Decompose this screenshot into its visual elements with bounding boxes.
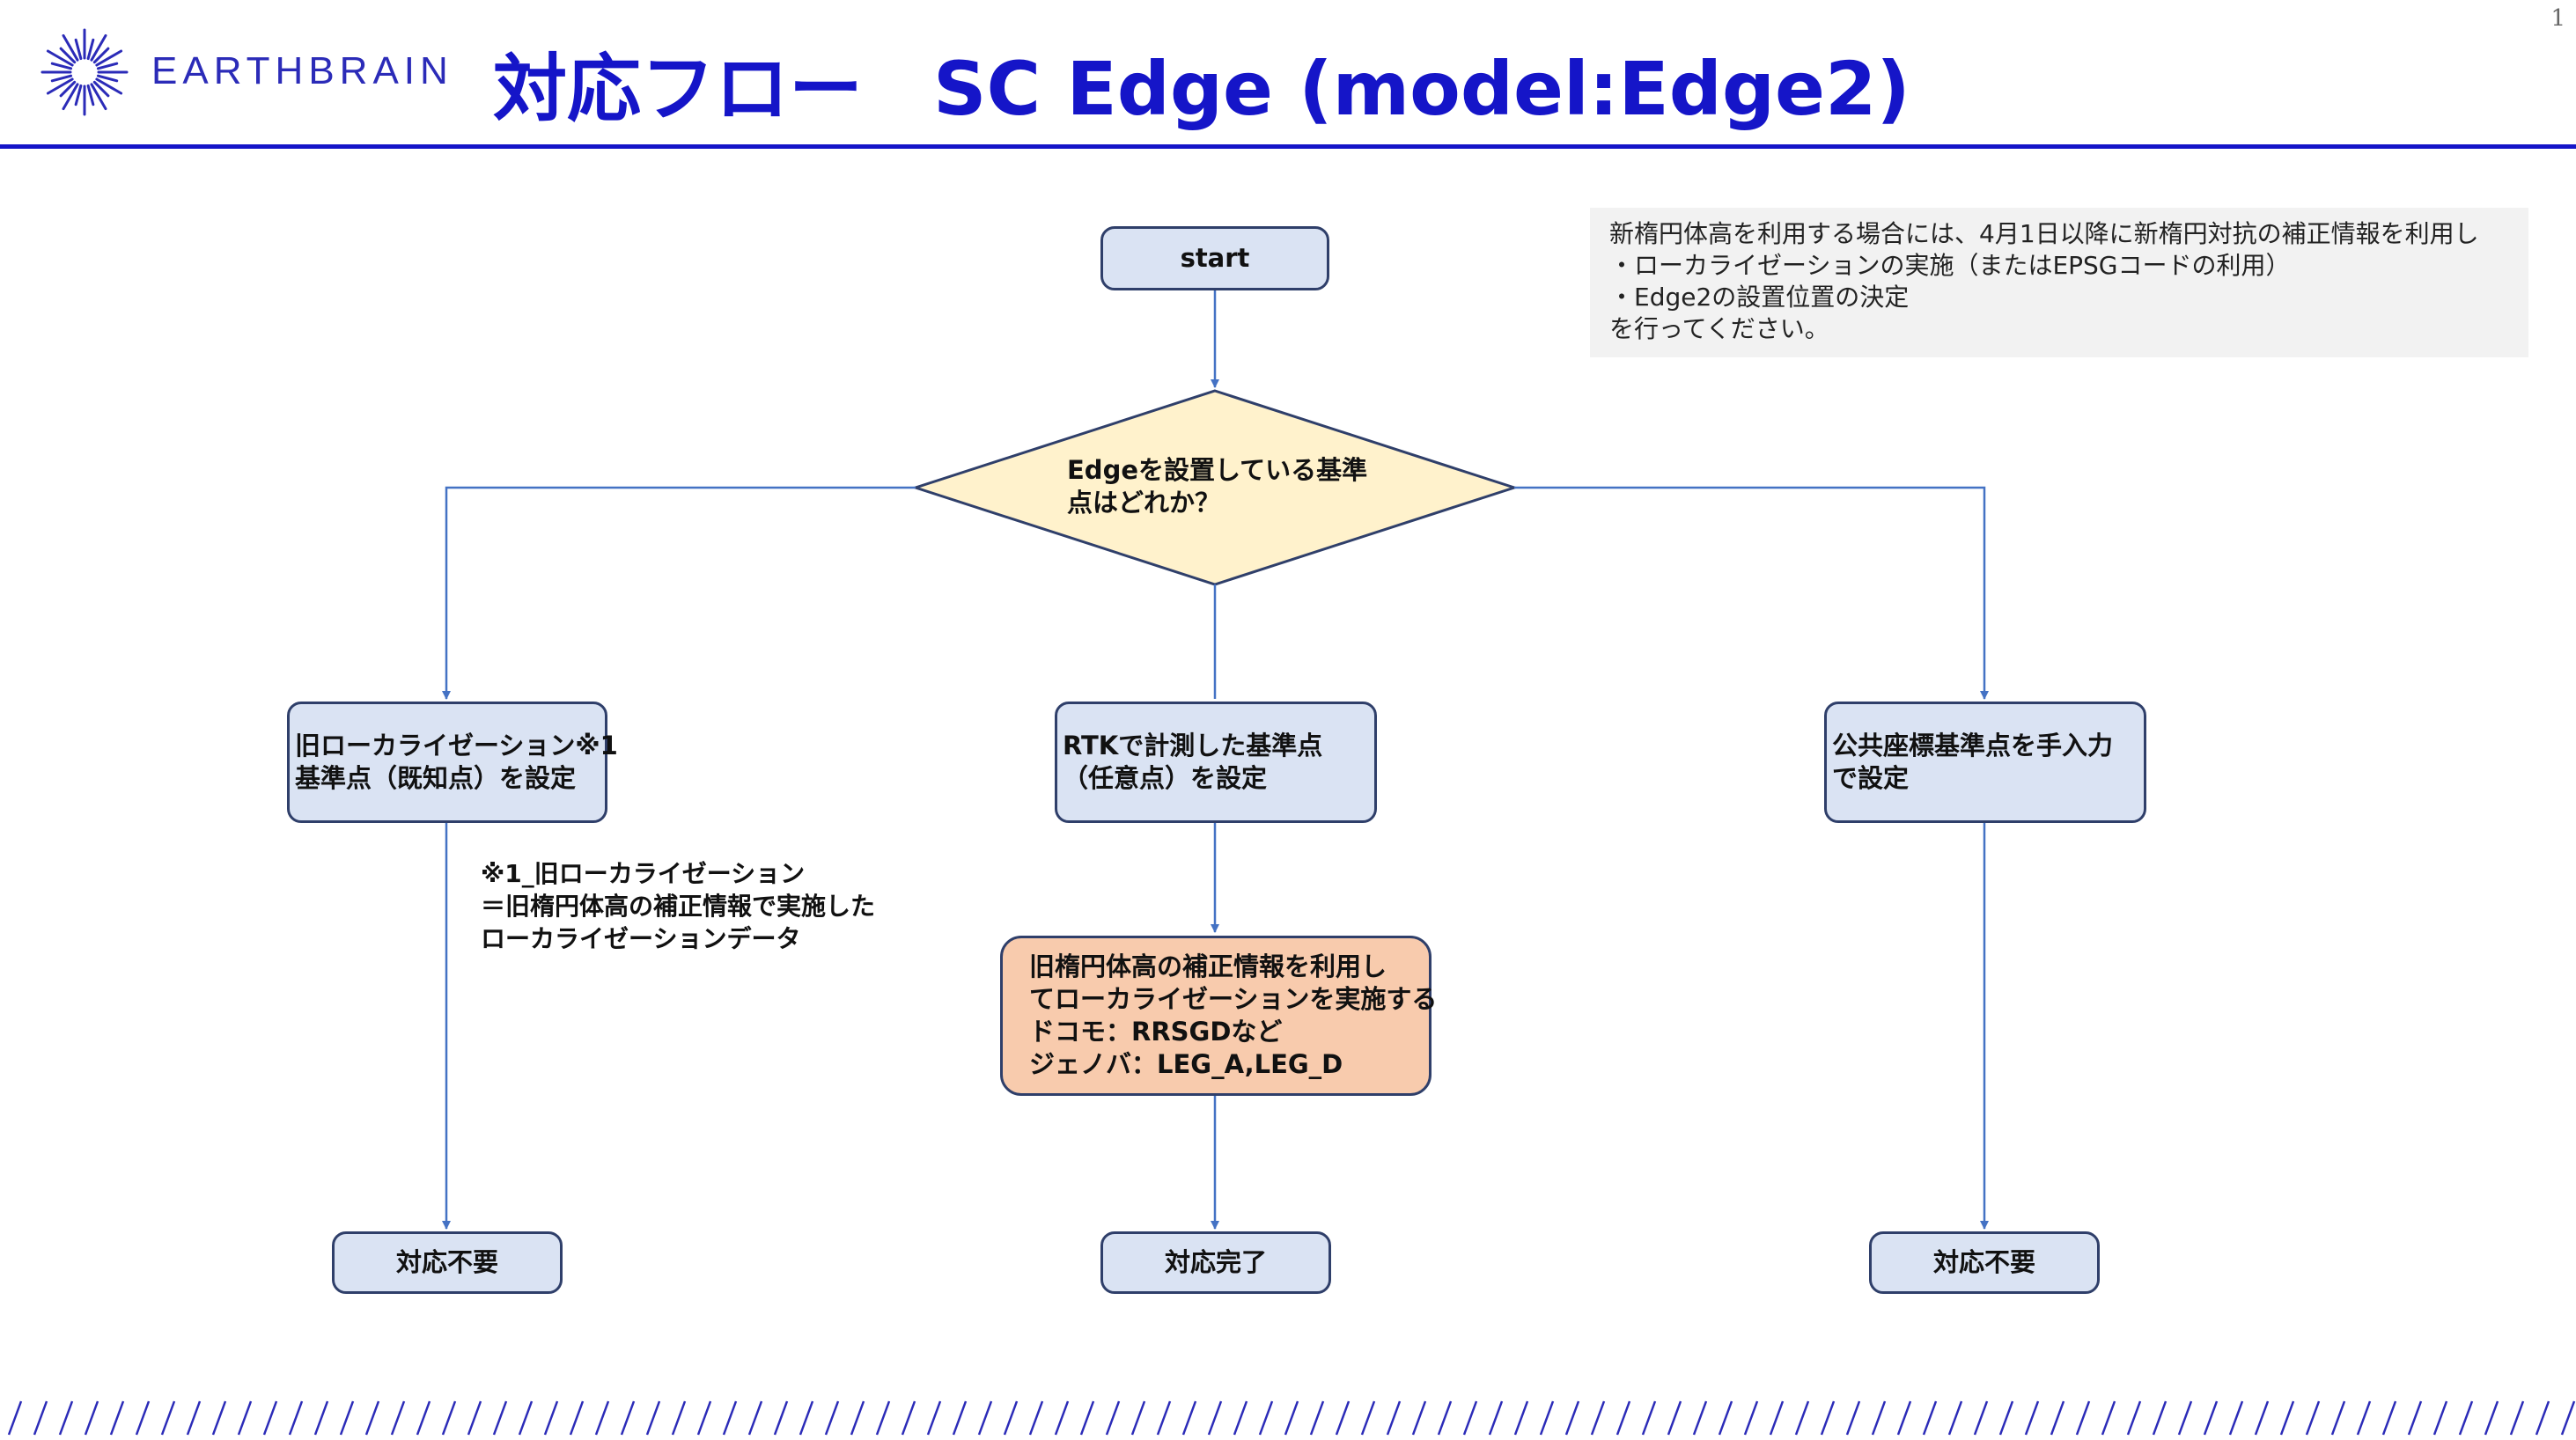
- title-right: SC Edge (model:Edge2): [933, 46, 1910, 132]
- note-line: ・ローカライゼーションの実施（またはEPSGコードの利用）: [1609, 251, 2291, 280]
- page-number: 1: [2550, 5, 2565, 32]
- center-action-node: 旧楕円体高の補正情報を利用し てローカライゼーションを実施する ドコモ：RRSG…: [1000, 936, 1437, 1096]
- note-box: 新楕円体高を利用する場合には、4月1日以降に新楕円対抗の補正情報を利用し ・ロー…: [1590, 208, 2528, 357]
- note-line: ・Edge2の設置位置の決定: [1609, 283, 1910, 312]
- header-divider: [0, 144, 2576, 149]
- decision-label: Edgeを設置している基準 点はどれか？: [1067, 455, 1368, 518]
- footer-hatch-decoration: [7, 1400, 2576, 1436]
- end-center-node: 対応完了: [1100, 1231, 1331, 1294]
- end-right-node: 対応不要: [1869, 1231, 2100, 1294]
- end-left-node: 対応不要: [332, 1231, 563, 1294]
- start-node: start: [1100, 226, 1329, 290]
- note-line: を行ってください。: [1609, 314, 1829, 343]
- logo-text: EARTHBRAIN: [151, 49, 453, 92]
- note-line: 新楕円体高を利用する場合には、4月1日以降に新楕円対抗の補正情報を利用し: [1609, 219, 2479, 248]
- title-left: 対応フロー: [493, 46, 864, 132]
- arrow-decision-to-left: [442, 486, 916, 700]
- earthbrain-logo-icon: [40, 28, 129, 116]
- branch-left-node: 旧ローカライゼーション※1 基準点（既知点）を設定: [287, 702, 618, 823]
- footnote: ※1_旧ローカライゼーション ＝旧楕円体高の補正情報で実施した ローカライゼーシ…: [481, 859, 876, 953]
- branch-right-node: 公共座標基準点を手入力 で設定: [1824, 702, 2146, 823]
- start-label: start: [1180, 243, 1250, 273]
- branch-center-node: RTKで計測した基準点 （任意点）を設定: [1055, 702, 1377, 823]
- page-title: 対応フロー SC Edge (model:Edge2): [493, 30, 1910, 136]
- arrow-decision-to-right: [1514, 486, 1989, 700]
